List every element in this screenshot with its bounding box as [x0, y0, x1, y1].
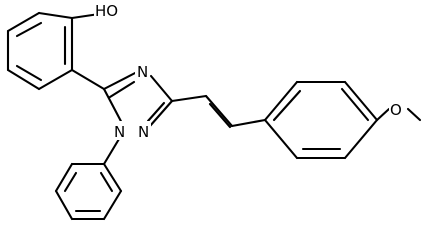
n-phenyl-ring	[54, 132, 124, 221]
vinyl-linker	[170, 94, 267, 129]
atom-labels: HO N N N O	[94, 1, 406, 141]
triazole-ring	[70, 68, 174, 129]
triazole-n2-label: N	[138, 123, 149, 141]
methoxyphenyl-ring	[263, 80, 422, 160]
phenol-ring	[6, 11, 108, 91]
chemical-structure: HO N N N O	[6, 1, 422, 221]
triazole-n4-label: N	[137, 63, 148, 81]
methoxy-oxygen-label: O	[390, 101, 402, 119]
triazole-n1-label: N	[114, 123, 125, 141]
hydroxyl-label: HO	[95, 2, 118, 20]
